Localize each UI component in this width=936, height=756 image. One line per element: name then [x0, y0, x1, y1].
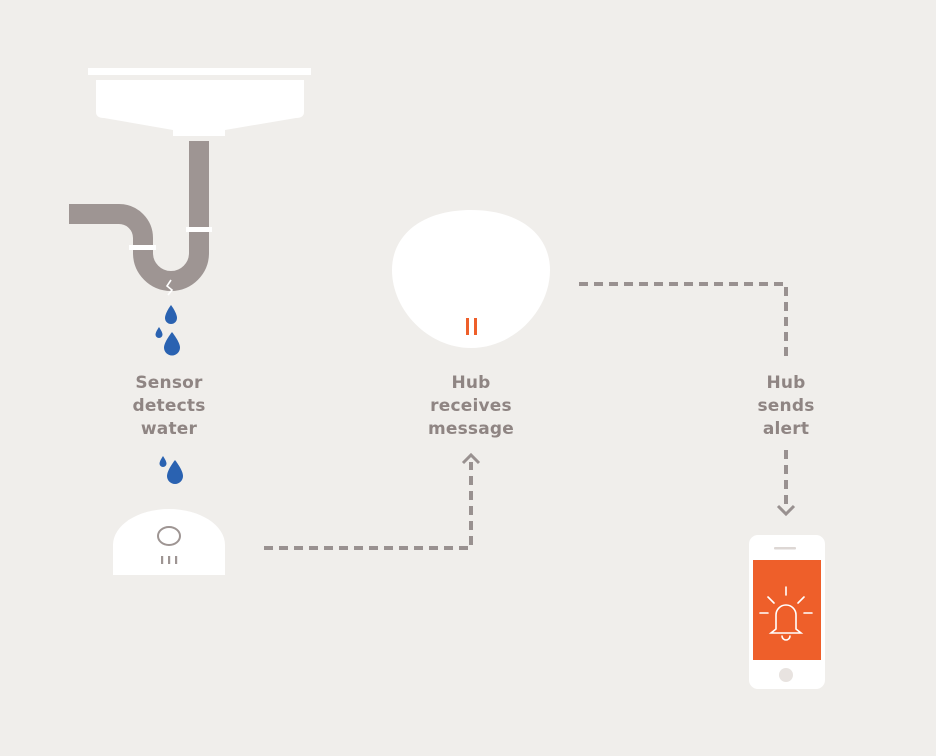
water-drop-icon: [159, 456, 183, 484]
label-sensor-detects-water: Sensor detects water: [132, 373, 206, 439]
drain-pipe-icon: [69, 141, 212, 296]
sink-icon: [88, 68, 311, 136]
hub-icon: [392, 210, 550, 348]
label-hub-sends-alert: Hub sends alert: [757, 373, 815, 439]
smartphone-icon: [749, 535, 825, 689]
label-hub-receives-message: Hub receives message: [427, 373, 515, 439]
connector-sensor-to-hub: [264, 452, 481, 550]
bell-icon: [759, 586, 813, 641]
connector-hub-to-phone: [579, 282, 796, 517]
water-sensor-icon: [113, 509, 225, 575]
water-drop-icon: [155, 305, 180, 356]
